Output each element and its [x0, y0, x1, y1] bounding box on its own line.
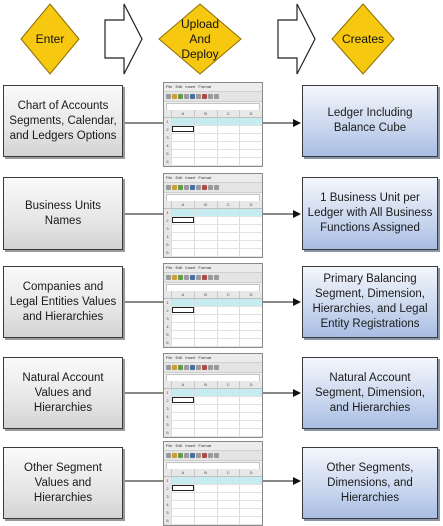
step-upload-diamond: Upload And Deploy — [158, 3, 242, 75]
sheet-toolbar — [164, 182, 262, 193]
result-box-3: Primary Balancing Segment, Dimension, Hi… — [302, 266, 438, 338]
sheet-toolbar — [164, 272, 262, 283]
result-box-5: Other Segments, Dimensions, and Hierarch… — [302, 447, 438, 519]
sheet-selected-cell — [172, 307, 194, 313]
block-arrow-right-2 — [277, 3, 316, 75]
result-box-2: 1 Business Unit per Ledger with All Busi… — [302, 177, 438, 250]
result-box-1: Ledger Including Balance Cube — [302, 85, 438, 157]
step-upload-label: Upload And Deploy — [181, 17, 219, 62]
diamond-shape — [331, 3, 395, 75]
step-upload-line3: Deploy — [181, 46, 219, 61]
diamond-shape — [158, 3, 242, 75]
sheet-selected-cell — [172, 126, 194, 132]
sheet-selected-cell — [172, 485, 194, 491]
step-creates-label: Creates — [341, 31, 385, 46]
sheet-toolbar — [164, 362, 262, 373]
sheet-selected-cell — [172, 397, 194, 403]
source-box-4: Natural Account Values and Hierarchies — [3, 357, 123, 429]
step-enter-label: Enter — [35, 31, 65, 46]
diamond-shape — [20, 3, 80, 75]
source-box-2: Business Units Names — [3, 177, 123, 250]
sheet-toolbar — [164, 91, 262, 102]
result-box-4: Natural Account Segment, Dimension, and … — [302, 357, 438, 429]
step-upload-line1: Upload — [180, 16, 220, 31]
sheet-toolbar — [164, 450, 262, 461]
step-creates-diamond: Creates — [331, 3, 395, 75]
source-box-1: Chart of Accounts Segments, Calendar, an… — [3, 85, 123, 157]
sheet-selected-cell — [172, 217, 194, 223]
block-arrow-right-1 — [104, 3, 143, 75]
source-box-5: Other Segment Values and Hierarchies — [3, 447, 123, 519]
step-upload-line2: And — [189, 31, 211, 46]
step-enter-diamond: Enter — [20, 3, 80, 75]
source-box-3: Companies and Legal Entities Values and … — [3, 266, 123, 338]
